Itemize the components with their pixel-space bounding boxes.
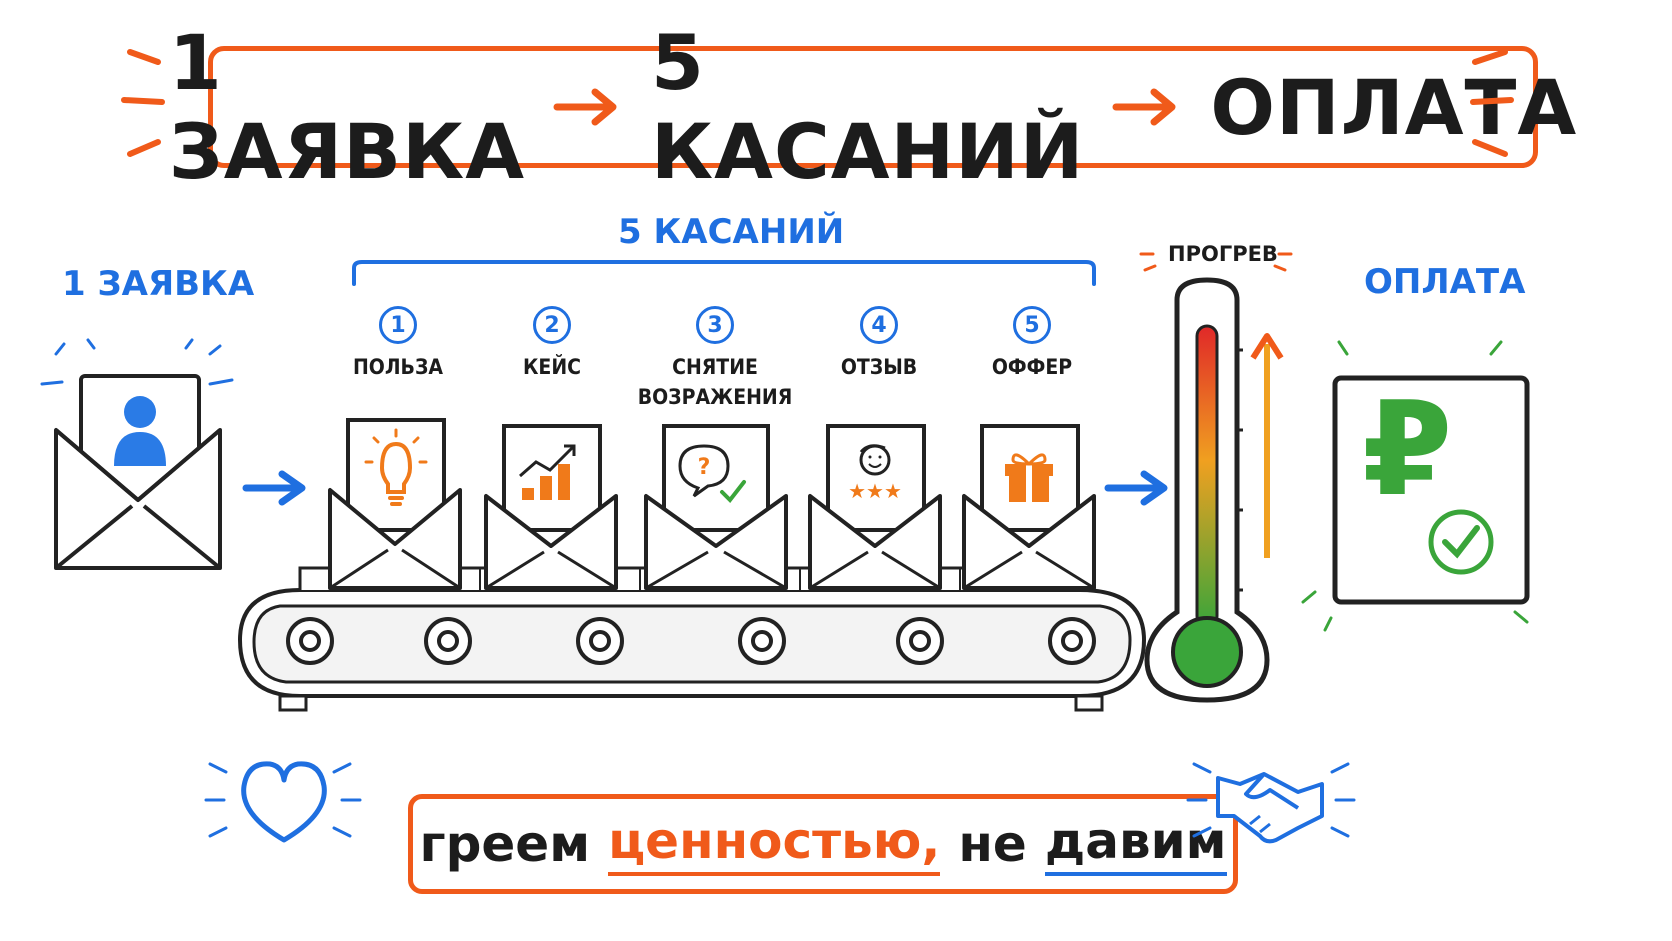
step-label-5: ОФФЕР (991, 355, 1073, 379)
title-part-lead: 1 ЗАЯВКА (168, 18, 526, 196)
envelope-step-1 (328, 418, 462, 590)
footer-word-3: не (958, 815, 1027, 873)
touches-label: 5 КАСАНИЙ (618, 212, 845, 252)
burst-right-decoration (1470, 49, 1514, 157)
arrow-right-icon (553, 88, 617, 126)
footer-word-2: ценностью, (608, 812, 941, 876)
roller-wheels (286, 617, 1096, 665)
step-label-3: СНЯТИЕ ВОЗРАЖЕНИЯ (630, 352, 800, 412)
gift-icon (1005, 453, 1053, 502)
step-label-4: ОТЗЫВ (840, 355, 918, 379)
title-part-touches: 5 КАСАНИЙ (651, 18, 1085, 196)
envelope-step-5 (962, 424, 1096, 590)
step-label-1: ПОЛЬЗА (353, 355, 443, 379)
step-number-2: 2 (533, 306, 571, 344)
step-number-3: 3 (696, 306, 734, 344)
title-banner: 1 ЗАЯВКА 5 КАСАНИЙ ОПЛАТА (169, 18, 1576, 196)
step-label-3-line2: ВОЗРАЖЕНИЯ (637, 385, 793, 409)
step-number-1: 1 (379, 306, 417, 344)
lightbulb-icon (364, 428, 428, 506)
ruble-icon: ₽ (1362, 373, 1453, 525)
touches-bracket (352, 260, 1096, 286)
step-label-2: КЕЙС (522, 355, 582, 379)
lead-label: 1 ЗАЯВКА (62, 264, 255, 304)
step-label-3-line1: СНЯТИЕ (672, 355, 758, 379)
arrow-right-icon (242, 470, 306, 506)
title-part-payment: ОПЛАТА (1210, 62, 1578, 152)
footer-word-1: греем (419, 815, 591, 873)
footer-word-4: давим (1044, 812, 1227, 876)
svg-text:★★★: ★★★ (848, 479, 902, 503)
envelope-step-4 (808, 424, 942, 590)
thermometer-icon (1139, 252, 1293, 703)
question-check-icon: ? (678, 444, 746, 504)
handshake-icon (1186, 762, 1356, 844)
envelope-step-2 (484, 424, 618, 590)
heart-icon (204, 761, 362, 843)
svg-text:?: ? (698, 455, 711, 480)
chart-growth-icon (519, 444, 576, 500)
lead-envelope-icon (40, 338, 234, 570)
arrow-right-icon (1112, 88, 1176, 126)
warmup-label: ПРОГРЕВ (1168, 242, 1278, 266)
payment-label: ОПЛАТА (1364, 262, 1526, 302)
conveyor-belt: ? ★★★ (237, 418, 1147, 712)
step-number-4: 4 (860, 306, 898, 344)
person-stars-icon: ★★★ (848, 444, 902, 503)
arrow-right-icon (1104, 470, 1168, 506)
burst-left-decoration (121, 49, 165, 157)
payment-card (1301, 340, 1530, 632)
footer-banner: греем ценностью, не давим (408, 794, 1238, 894)
step-number-5: 5 (1013, 306, 1051, 344)
